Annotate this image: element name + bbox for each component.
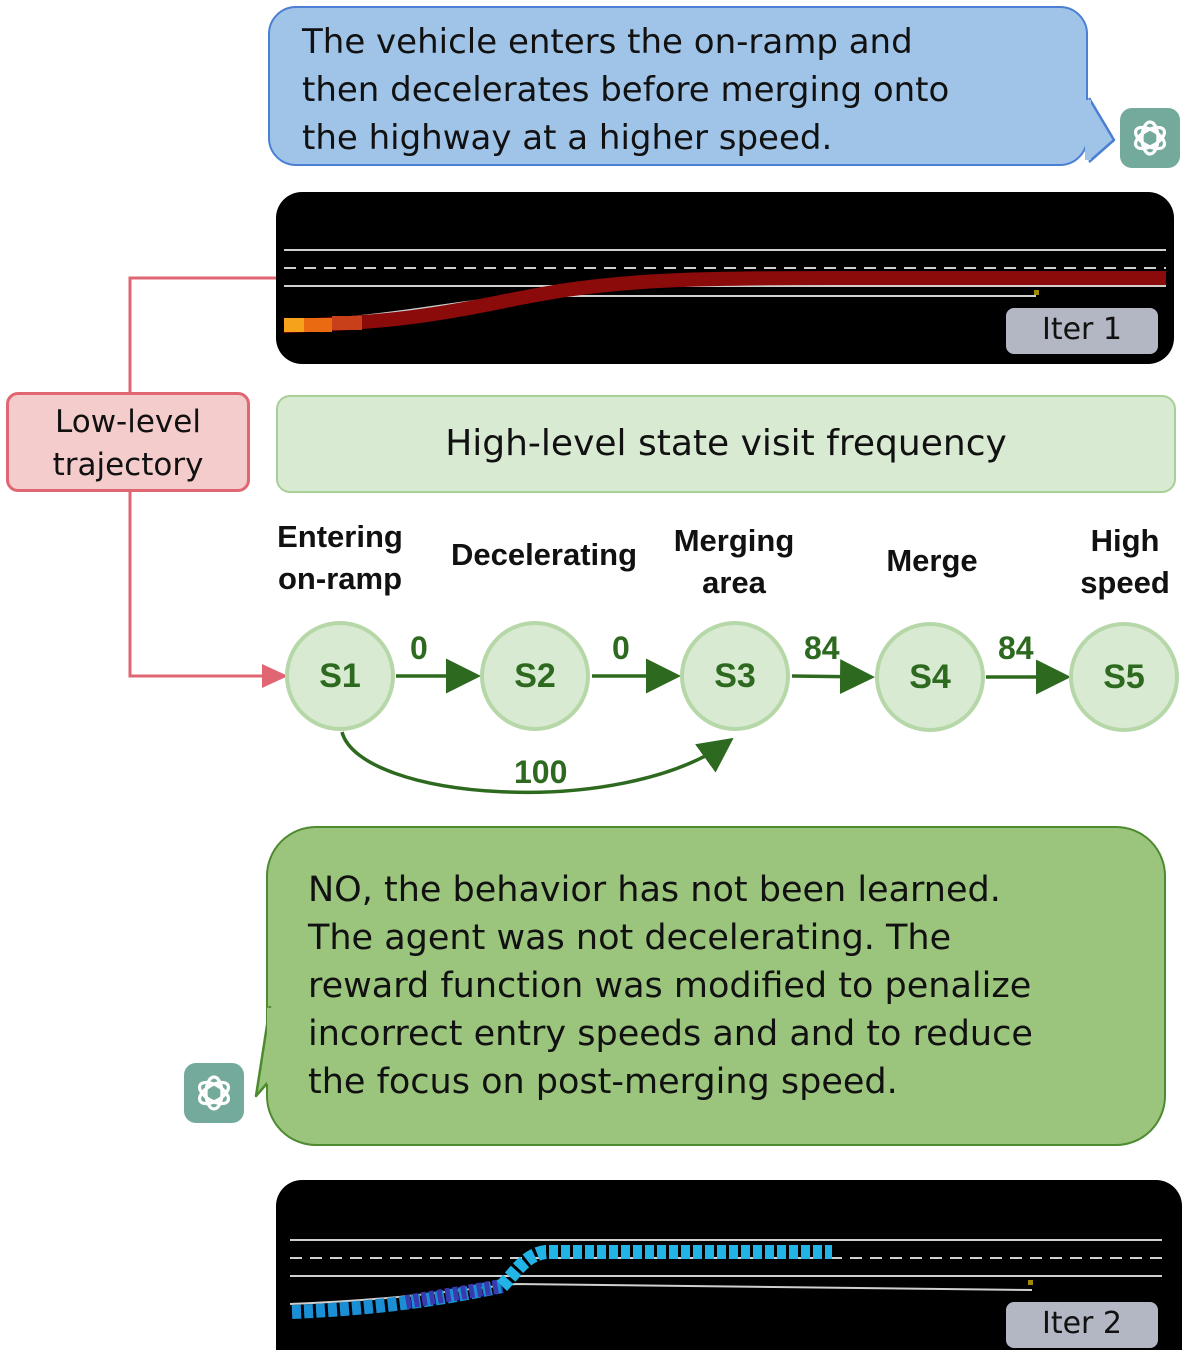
bottom-bubble-line: NO, the behavior has not been learned. [308, 870, 1001, 910]
state-label-s2: Decelerating [434, 534, 654, 576]
low-level-line: Low-level [55, 404, 201, 440]
top-bubble-tail [1085, 97, 1116, 163]
state-label-s5: High speed [1015, 520, 1190, 604]
top-bubble-line: The vehicle enters the on-ramp and [302, 22, 913, 62]
bottom-bubble-line: incorrect entry speeds and and to reduce [308, 1014, 1033, 1054]
state-label-line: Entering [277, 519, 403, 554]
state-node-s5: S5 [1069, 622, 1179, 732]
state-node-s3: S3 [680, 621, 790, 731]
low-level-connector [128, 276, 288, 688]
bottom-bubble-tail [254, 1005, 275, 1098]
top-bubble-line: then decelerates before merging onto [302, 70, 950, 110]
top-bubble-line: the highway at a higher speed. [302, 118, 833, 158]
state-label-line: High [1090, 523, 1160, 558]
bottom-bubble-line: The agent was not decelerating. The [308, 918, 952, 958]
state-label-line: Merge [886, 543, 978, 578]
bottom-speech-bubble [266, 826, 1166, 1146]
iter1-badge: Iter 1 [1004, 306, 1160, 356]
iter1-trajectory-drawing [283, 249, 1166, 333]
iter2-trajectory-drawing [289, 1239, 1162, 1319]
state-label-line: on-ramp [278, 561, 402, 596]
bottom-bubble-text: NO, the behavior has not been learned. T… [308, 866, 1138, 1106]
state-label-s1: Entering on-ramp [230, 516, 450, 600]
state-node-s4: S4 [875, 622, 985, 732]
bottom-bubble-line: the focus on post-merging speed. [308, 1062, 898, 1102]
state-visit-frequency-box: High-level state visit frequency [276, 395, 1176, 493]
top-speech-bubble [268, 6, 1088, 166]
edge-value-s4-s5: 84 [998, 630, 1034, 666]
edge-s1-s3 [340, 731, 734, 795]
state-label-s4: Merge [822, 540, 1042, 582]
state-label-line: area [702, 565, 766, 600]
state-label-line: Merging [673, 523, 795, 558]
edge-value-s2-s3: 0 [612, 630, 630, 666]
chatgpt-logo-icon [1120, 108, 1180, 168]
edge-value-s1-s2: 0 [410, 630, 428, 666]
bottom-bubble-line: reward function was modified to penalize [308, 966, 1032, 1006]
iter2-road-panel: Iter 2 [276, 1180, 1182, 1350]
edge-value-s1-s3: 100 [514, 754, 568, 790]
state-label-line: speed [1080, 565, 1170, 600]
edge-s3-s4 [791, 659, 875, 695]
top-bubble-text: The vehicle enters the on-ramp and then … [302, 18, 1072, 162]
iter2-badge: Iter 2 [1004, 1300, 1160, 1350]
state-node-s2: S2 [480, 621, 590, 731]
state-label-s3: Merging area [624, 520, 844, 604]
iter1-road-panel: Iter 1 [276, 192, 1174, 364]
low-level-trajectory-box: Low-level trajectory [6, 392, 250, 492]
chatgpt-logo-icon [184, 1063, 244, 1123]
low-level-line: trajectory [52, 447, 204, 483]
edge-value-s3-s4: 84 [804, 630, 840, 666]
state-label-line: Decelerating [450, 537, 638, 572]
state-edges [340, 658, 1071, 795]
state-node-s1: S1 [285, 621, 395, 731]
